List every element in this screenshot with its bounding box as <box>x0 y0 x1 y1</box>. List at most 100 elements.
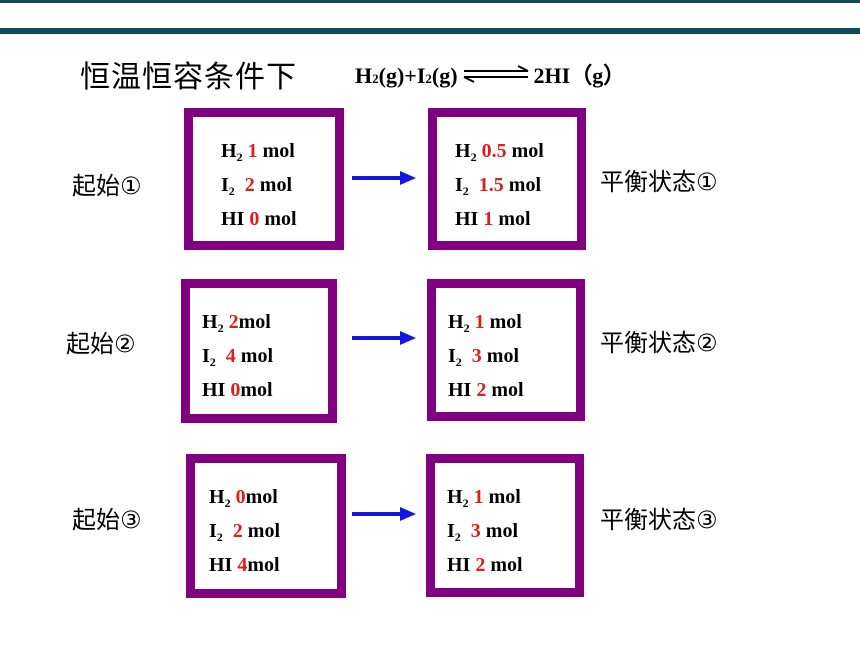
species-name: HI <box>455 208 479 230</box>
eq-g: (g) <box>431 63 458 88</box>
arrow-right-icon <box>352 507 416 521</box>
amount-value: 2 <box>244 174 255 196</box>
species-line: H2 1 mol <box>221 137 335 171</box>
equilibrium-label: 平衡状态② <box>600 329 718 357</box>
start-label: 起始① <box>72 172 142 200</box>
species-name: HI <box>447 554 471 576</box>
eq-h: H <box>355 63 373 88</box>
species-subscript: 2 <box>217 321 224 335</box>
eq-i-sub: 2 <box>425 71 432 86</box>
species-name: HI <box>209 554 233 576</box>
start-label: 起始② <box>66 330 136 358</box>
species-subscript: 2 <box>462 496 469 510</box>
species-name: H <box>202 311 218 333</box>
species-line: HI 0mol <box>202 376 328 404</box>
species-subscript: 2 <box>236 150 243 164</box>
species-line: HI 4mol <box>209 551 337 579</box>
species-name: I <box>221 174 229 196</box>
species-line: H2 0mol <box>209 483 337 517</box>
amount-unit: mol <box>503 174 542 196</box>
species-line: HI 2 mol <box>448 376 576 404</box>
amount-value: 3 <box>471 345 482 367</box>
amount-unit: mol <box>254 174 293 196</box>
amount-value: 1 <box>474 311 485 333</box>
species-subscript: 2 <box>470 150 477 164</box>
species-line: I2 4 mol <box>202 342 328 376</box>
species-subscript: 2 <box>462 184 469 198</box>
species-name: H <box>448 311 464 333</box>
amount-unit: mol <box>481 345 520 367</box>
amount-unit: mol <box>259 208 297 230</box>
amount-unit: mol <box>257 140 295 162</box>
amount-value: 2 <box>228 311 239 333</box>
amount-value: 1.5 <box>478 174 504 196</box>
amount-unit: mol <box>247 554 280 576</box>
species-subscript: 2 <box>455 355 462 369</box>
amount-unit: mol <box>484 311 522 333</box>
eq-h-sub: 2 <box>372 71 379 86</box>
header-bar-thin <box>0 0 860 3</box>
amount-unit: mol <box>506 140 544 162</box>
species-line: I2 3 mol <box>448 342 576 376</box>
arrow-right-icon <box>352 171 416 185</box>
species-name: H <box>447 486 463 508</box>
amount-value: 0.5 <box>481 140 507 162</box>
species-name: HI <box>221 208 245 230</box>
amount-unit: mol <box>245 486 278 508</box>
amount-value: 1 <box>483 208 494 230</box>
amount-value: 2 <box>232 520 243 542</box>
species-name: I <box>202 345 210 367</box>
species-line: H2 1 mol <box>447 483 575 517</box>
equilibrium-label: 平衡状态③ <box>600 506 718 534</box>
species-subscript: 2 <box>454 530 461 544</box>
amount-unit: mol <box>240 379 273 401</box>
species-name: I <box>209 520 217 542</box>
amount-value: 3 <box>470 520 481 542</box>
species-name: HI <box>448 379 472 401</box>
species-line: H2 2mol <box>202 308 328 342</box>
species-subscript: 2 <box>463 321 470 335</box>
amount-value: 1 <box>247 140 258 162</box>
species-name: H <box>455 140 471 162</box>
amount-unit: mol <box>486 379 524 401</box>
amount-unit: mol <box>493 208 531 230</box>
amount-unit: mol <box>483 486 521 508</box>
species-subscript: 2 <box>216 530 223 544</box>
species-name: H <box>209 486 225 508</box>
start-label: 起始③ <box>72 506 142 534</box>
equilibrium-label: 平衡状态① <box>600 168 718 196</box>
species-name: H <box>221 140 237 162</box>
species-line: I2 2 mol <box>221 171 335 205</box>
amount-value: 4 <box>225 345 236 367</box>
species-line: I2 3 mol <box>447 517 575 551</box>
species-line: HI 2 mol <box>447 551 575 579</box>
species-line: H2 0.5 mol <box>455 137 577 171</box>
species-name: HI <box>202 379 226 401</box>
amount-unit: mol <box>235 345 274 367</box>
arrow-right-icon <box>352 331 416 345</box>
amount-value: 2 <box>476 379 487 401</box>
species-line: HI 1 mol <box>455 205 577 233</box>
amount-value: 0 <box>230 379 241 401</box>
amount-value: 0 <box>235 486 246 508</box>
eq-product: 2HI（g） <box>533 63 626 88</box>
species-name: I <box>448 345 456 367</box>
species-line: H2 1 mol <box>448 308 576 342</box>
amount-value: 2 <box>475 554 486 576</box>
species-line: I2 2 mol <box>209 517 337 551</box>
amount-value: 1 <box>473 486 484 508</box>
species-line: I2 1.5 mol <box>455 171 577 205</box>
species-name: I <box>447 520 455 542</box>
equilibrium-arrow-icon <box>463 65 528 83</box>
amount-unit: mol <box>238 311 271 333</box>
species-subscript: 2 <box>228 184 235 198</box>
species-subscript: 2 <box>209 355 216 369</box>
amount-unit: mol <box>242 520 281 542</box>
species-name: I <box>455 174 463 196</box>
